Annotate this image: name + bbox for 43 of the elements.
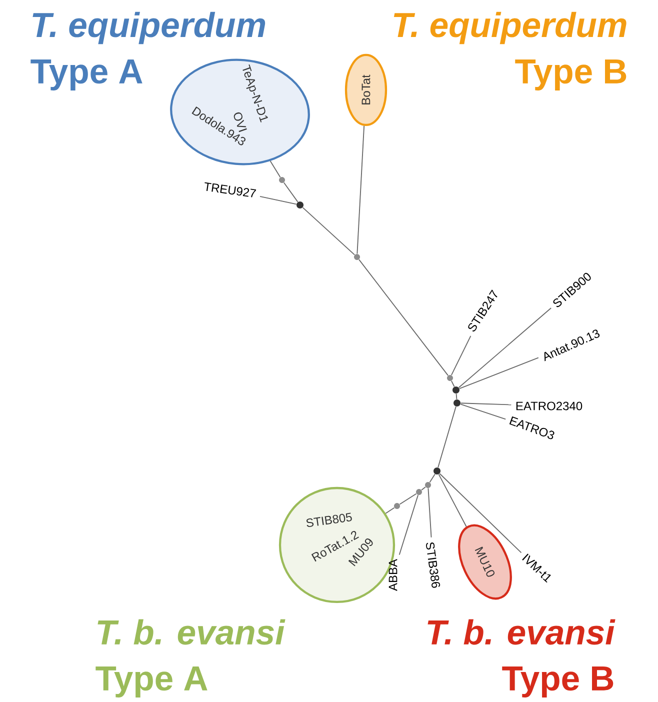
species-name: T. b. evansi — [428, 619, 616, 645]
strain-label: ABBA — [388, 559, 398, 591]
tree-branch — [302, 207, 356, 256]
tree-branch — [270, 160, 281, 178]
tree-branch — [428, 488, 432, 538]
strain-label: TREU927 — [204, 182, 256, 198]
tree-branch — [458, 308, 552, 388]
type-label: Type A — [96, 666, 208, 698]
tree-branch — [358, 259, 448, 376]
tree-branch — [451, 380, 455, 388]
tree-branch — [438, 406, 456, 468]
species-name: T. equiperdum — [32, 12, 266, 44]
tree-branch — [398, 494, 418, 556]
branch-node — [416, 489, 422, 495]
tree-branch — [438, 474, 467, 528]
strain-label: STIB386 — [426, 542, 440, 588]
tree-branch — [450, 335, 472, 376]
tree-branch — [456, 393, 458, 400]
strain-label: EATRO2340 — [516, 402, 582, 410]
branch-node — [425, 482, 431, 488]
type-label: Type B — [502, 666, 614, 698]
branch-node — [452, 386, 460, 394]
tree-branch — [460, 402, 512, 406]
tree-branch — [356, 125, 365, 254]
tree-branch — [460, 404, 506, 420]
tree-branch — [421, 486, 426, 490]
type-label: Type B — [515, 59, 626, 91]
branch-node — [447, 375, 453, 381]
branch-node — [279, 177, 285, 183]
species-name: T. b. evansi — [98, 619, 286, 645]
branch-node — [296, 202, 304, 208]
branch-node — [434, 468, 440, 474]
tree-branch — [459, 357, 539, 390]
tree-branch — [283, 182, 298, 202]
tree-branch — [399, 493, 417, 505]
tree-branch — [260, 196, 297, 205]
branch-node — [354, 254, 360, 260]
branch-node — [454, 400, 460, 406]
tree-branch — [439, 473, 522, 554]
tree-branch — [429, 474, 436, 483]
species-name: T. equiperdum — [394, 12, 626, 44]
tree-branch — [385, 507, 395, 514]
branch-node — [394, 503, 400, 509]
